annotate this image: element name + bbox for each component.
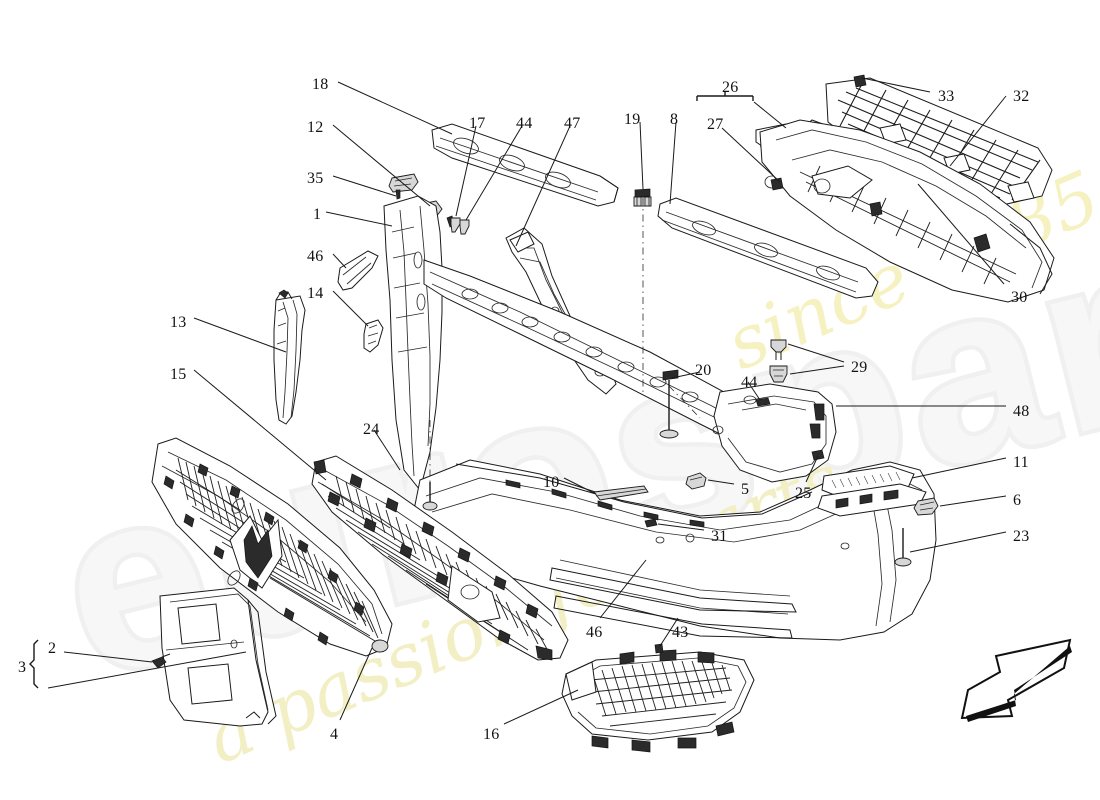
callout-30: 30 bbox=[1011, 289, 1028, 306]
part-44-17-screws bbox=[450, 217, 470, 235]
callout-5: 5 bbox=[741, 481, 750, 498]
callout-19: 19 bbox=[624, 111, 641, 128]
callout-6: 6 bbox=[1013, 492, 1022, 509]
callout-14: 14 bbox=[307, 285, 324, 302]
callout-16: 16 bbox=[483, 726, 500, 743]
part-8-right-crossbar bbox=[657, 197, 879, 299]
callout-32: 32 bbox=[1013, 88, 1030, 105]
part-2-screw bbox=[151, 653, 171, 669]
callout-24: 24 bbox=[363, 421, 380, 438]
callout-26: 26 bbox=[722, 79, 739, 96]
callout-23: 23 bbox=[1013, 528, 1030, 545]
callout-8: 8 bbox=[670, 111, 679, 128]
part-19-screw bbox=[633, 188, 652, 207]
part-5-retainer bbox=[685, 472, 707, 490]
callout-10: 10 bbox=[543, 474, 560, 491]
part-48-right-corner bbox=[712, 383, 837, 483]
callout-4: 4 bbox=[330, 726, 339, 743]
part-3-plate-holder bbox=[159, 587, 277, 727]
orientation-arrow bbox=[960, 638, 1072, 722]
callout-15: 15 bbox=[170, 366, 187, 383]
part-10-strip bbox=[593, 485, 649, 501]
part-1-carrier-left-wing bbox=[383, 195, 443, 492]
part-46-upper-trim bbox=[337, 250, 379, 291]
part-16-side-grille bbox=[561, 643, 755, 753]
part-32-upper-mesh-grille bbox=[825, 74, 1053, 207]
callout-18: 18 bbox=[312, 76, 329, 93]
callout-3: 3 bbox=[18, 659, 27, 676]
callout-31: 31 bbox=[711, 528, 728, 545]
callout-44-left: 44 bbox=[516, 115, 533, 132]
bracket-3 bbox=[29, 639, 39, 689]
callout-13: 13 bbox=[170, 314, 187, 331]
part-screw-30 bbox=[770, 177, 784, 191]
part-6-clip bbox=[913, 497, 939, 516]
callout-48: 48 bbox=[1013, 403, 1030, 420]
callout-46-upper: 46 bbox=[307, 248, 324, 265]
callout-27: 27 bbox=[707, 116, 724, 133]
callout-44-right: 44 bbox=[741, 374, 758, 391]
callout-1: 1 bbox=[313, 206, 322, 223]
callout-11: 11 bbox=[1013, 454, 1029, 471]
callout-29: 29 bbox=[851, 359, 868, 376]
callout-leader-lines bbox=[47, 77, 1007, 725]
callout-20: 20 bbox=[695, 362, 712, 379]
callout-33: 33 bbox=[938, 88, 955, 105]
part-screw-mid bbox=[422, 420, 438, 511]
part-23-screw bbox=[894, 528, 912, 567]
callout-12: 12 bbox=[307, 119, 324, 136]
callout-46-lower: 46 bbox=[586, 624, 603, 641]
callout-47: 47 bbox=[564, 115, 581, 132]
callout-17: 17 bbox=[469, 115, 486, 132]
part-29-clips bbox=[769, 339, 788, 383]
bracket-26 bbox=[696, 92, 754, 101]
callout-35: 35 bbox=[307, 170, 324, 187]
part-11-sensor-strip bbox=[817, 465, 927, 517]
part-15-main-grille bbox=[151, 437, 393, 657]
part-18-upper-crossbar bbox=[431, 123, 619, 207]
part-24-lower-grille bbox=[311, 455, 569, 661]
callout-25: 25 bbox=[795, 485, 812, 502]
part-13-air-duct bbox=[273, 289, 306, 425]
part-31-clip bbox=[644, 518, 695, 543]
part-25-edge-clip bbox=[811, 449, 825, 461]
part-14-bracket bbox=[363, 319, 384, 353]
callout-43: 43 bbox=[672, 624, 689, 641]
part-35-clip bbox=[388, 173, 419, 200]
callout-2: 2 bbox=[48, 640, 57, 657]
